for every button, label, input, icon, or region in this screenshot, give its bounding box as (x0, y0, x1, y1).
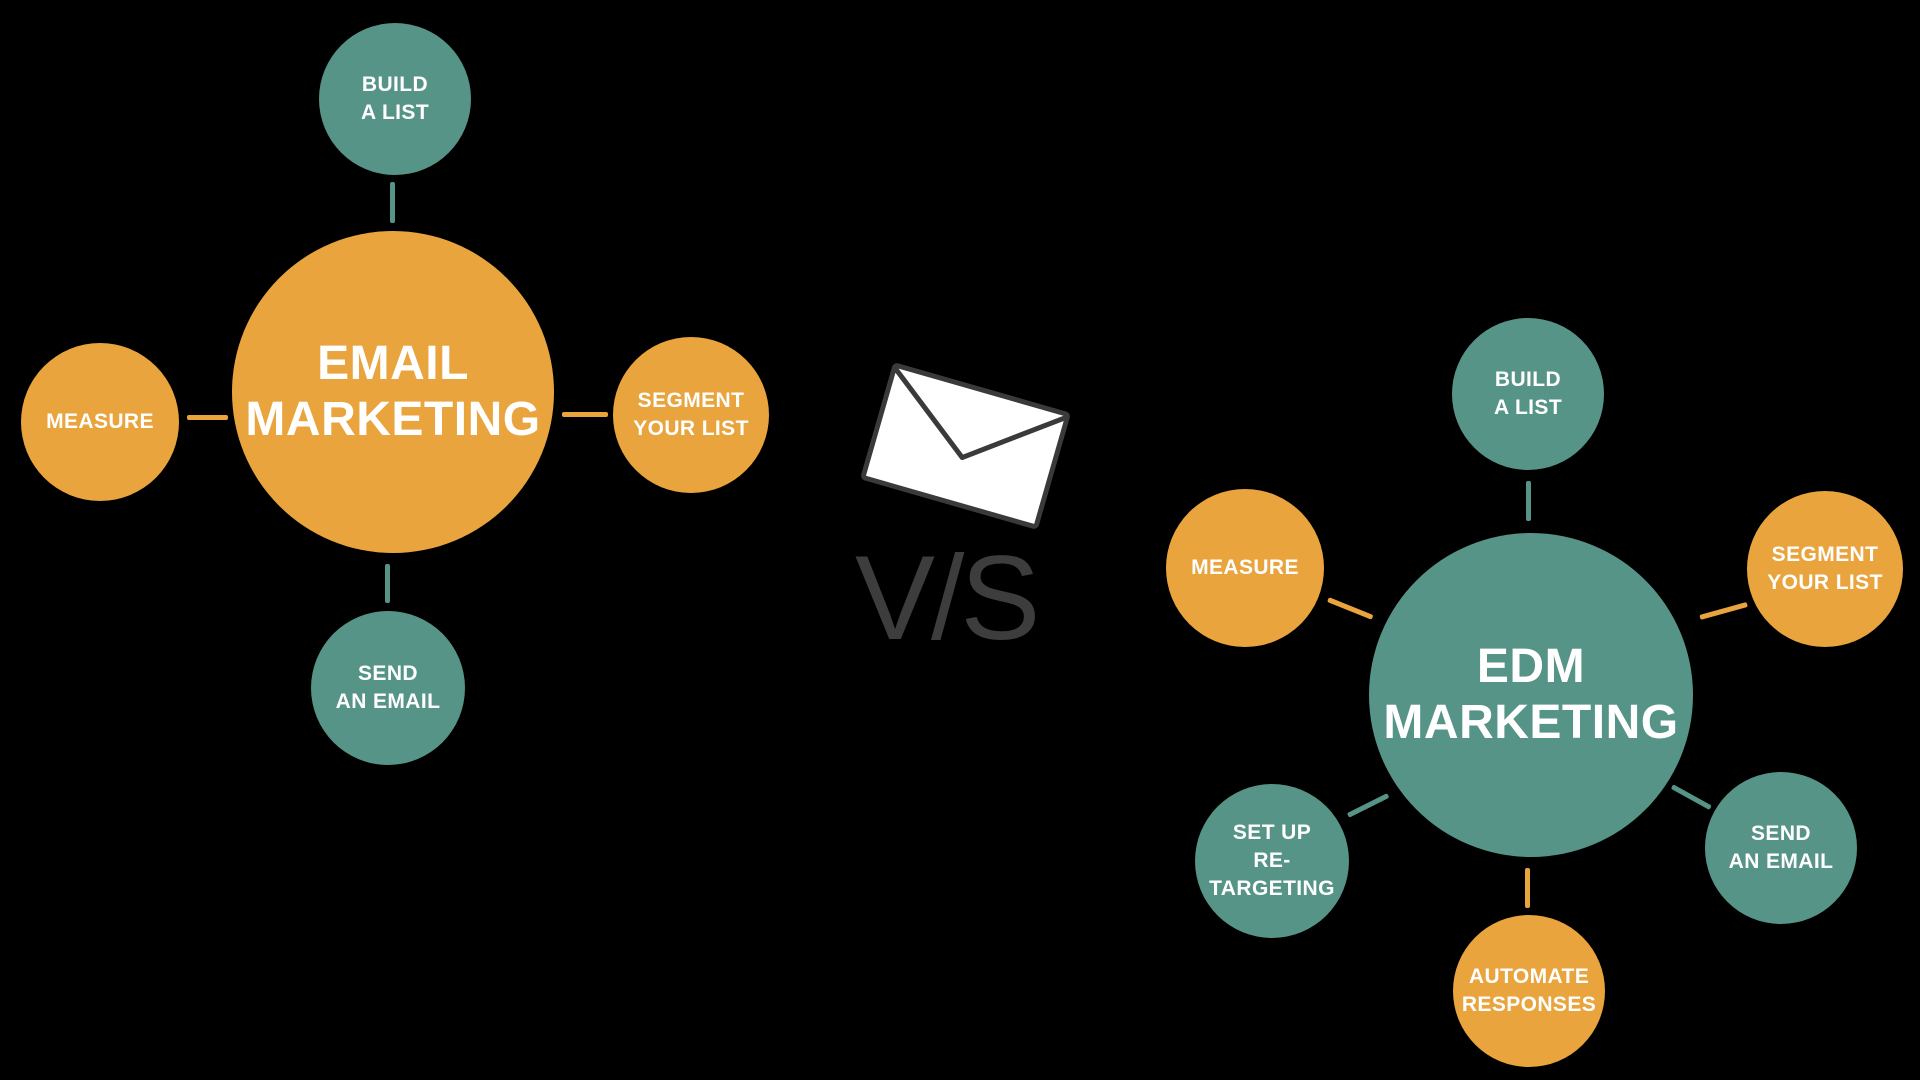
satellite-label: SEND AN EMAIL (335, 662, 441, 713)
connector-left-bottom (385, 564, 390, 603)
satellite-label: MEASURE (1191, 556, 1299, 580)
satellite-label: SEND AN EMAIL (1728, 822, 1834, 873)
connector-left-right (562, 412, 608, 417)
satellite-label: AUTOMATE RESPONSES (1461, 965, 1597, 1016)
satellite-label: BUILD A LIST (1493, 368, 1563, 419)
edm-marketing-hub: EDM MARKETING (1369, 533, 1693, 857)
connector-right-lower-right (1670, 784, 1712, 810)
connector-right-top (1526, 481, 1531, 521)
connector-left-top (390, 182, 395, 223)
satellite-label: SEGMENT YOUR LIST (1767, 543, 1883, 594)
satellite-label: SEGMENT YOUR LIST (633, 389, 749, 440)
vs-label: V/S (855, 531, 1040, 665)
satellite-label: SET UP RE- TARGETING (1209, 821, 1335, 900)
satellite-measure-right: MEASURE (1166, 489, 1324, 647)
satellite-send-an-email-left: SEND AN EMAIL (311, 611, 465, 765)
satellite-label: MEASURE (46, 410, 154, 434)
email-marketing-hub-label: EMAIL MARKETING (245, 336, 541, 446)
connector-right-lower-left (1346, 793, 1390, 818)
satellite-send-an-email-right: SEND AN EMAIL (1705, 772, 1857, 924)
satellite-automate-responses: AUTOMATE RESPONSES (1453, 915, 1605, 1067)
satellite-segment-your-list-left: SEGMENT YOUR LIST (613, 337, 769, 493)
satellite-segment-your-list-right: SEGMENT YOUR LIST (1747, 491, 1903, 647)
satellite-measure-left: MEASURE (21, 343, 179, 501)
satellite-label: BUILD A LIST (360, 73, 430, 124)
connector-right-bottom (1525, 868, 1530, 908)
envelope-icon (860, 362, 1071, 530)
satellite-set-up-retargeting: SET UP RE- TARGETING (1195, 784, 1349, 938)
connector-right-upper-left (1327, 597, 1374, 620)
satellite-build-a-list-right: BUILD A LIST (1452, 318, 1604, 470)
email-marketing-hub: EMAIL MARKETING (232, 231, 554, 553)
connector-left-left (187, 415, 228, 420)
connector-right-right (1699, 601, 1748, 620)
edm-marketing-hub-label: EDM MARKETING (1383, 639, 1679, 749)
satellite-build-a-list-left: BUILD A LIST (319, 23, 471, 175)
